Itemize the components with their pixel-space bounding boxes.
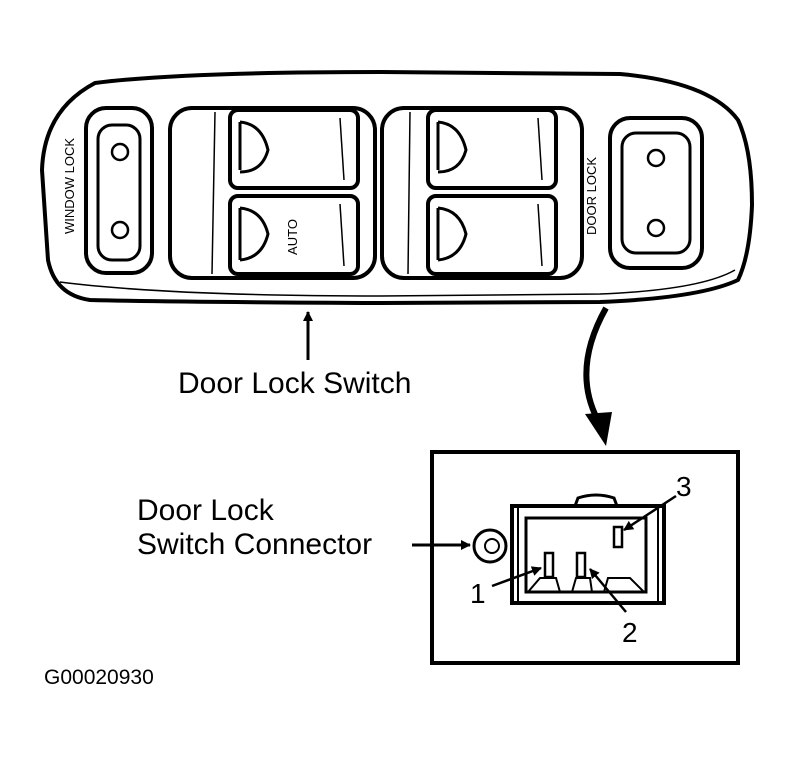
left-lower-window-switch[interactable] bbox=[228, 194, 360, 276]
terminal-2 bbox=[575, 551, 587, 579]
pin-1-leader bbox=[491, 566, 542, 588]
pin-2-leader bbox=[589, 568, 627, 613]
door-lock-label: DOOR LOCK bbox=[584, 157, 599, 235]
right-lower-window-switch[interactable] bbox=[426, 194, 558, 276]
left-window-switch-module bbox=[168, 106, 377, 280]
right-upper-window-switch[interactable] bbox=[426, 108, 558, 190]
window-lock-label: WINDOW LOCK bbox=[62, 138, 77, 234]
connector-callout-arrow bbox=[583, 306, 609, 426]
connector-detail-box bbox=[430, 450, 740, 665]
window-lock-button[interactable] bbox=[84, 106, 154, 275]
pin-1-label: 1 bbox=[470, 578, 486, 609]
auto-label: AUTO bbox=[285, 219, 300, 255]
connector-label-line1: Door Lock bbox=[137, 494, 275, 527]
pin-2-label: 2 bbox=[622, 617, 638, 648]
terminal-1 bbox=[543, 551, 555, 579]
connector-label-line2: Switch Connector bbox=[137, 528, 372, 561]
door-lock-button[interactable] bbox=[608, 116, 704, 270]
left-upper-window-switch[interactable] bbox=[228, 108, 360, 190]
switch-panel bbox=[40, 70, 754, 305]
pin-3-label: 3 bbox=[676, 471, 692, 502]
pin-3-leader bbox=[623, 494, 677, 532]
terminal-3 bbox=[612, 525, 624, 549]
door-lock-switch-connector bbox=[472, 493, 666, 605]
door-lock-switch-label: Door Lock Switch bbox=[178, 367, 411, 400]
right-window-switch-module bbox=[380, 106, 584, 280]
figure-id: G00020930 bbox=[44, 666, 154, 689]
connector-callout-arrowhead bbox=[585, 412, 612, 446]
